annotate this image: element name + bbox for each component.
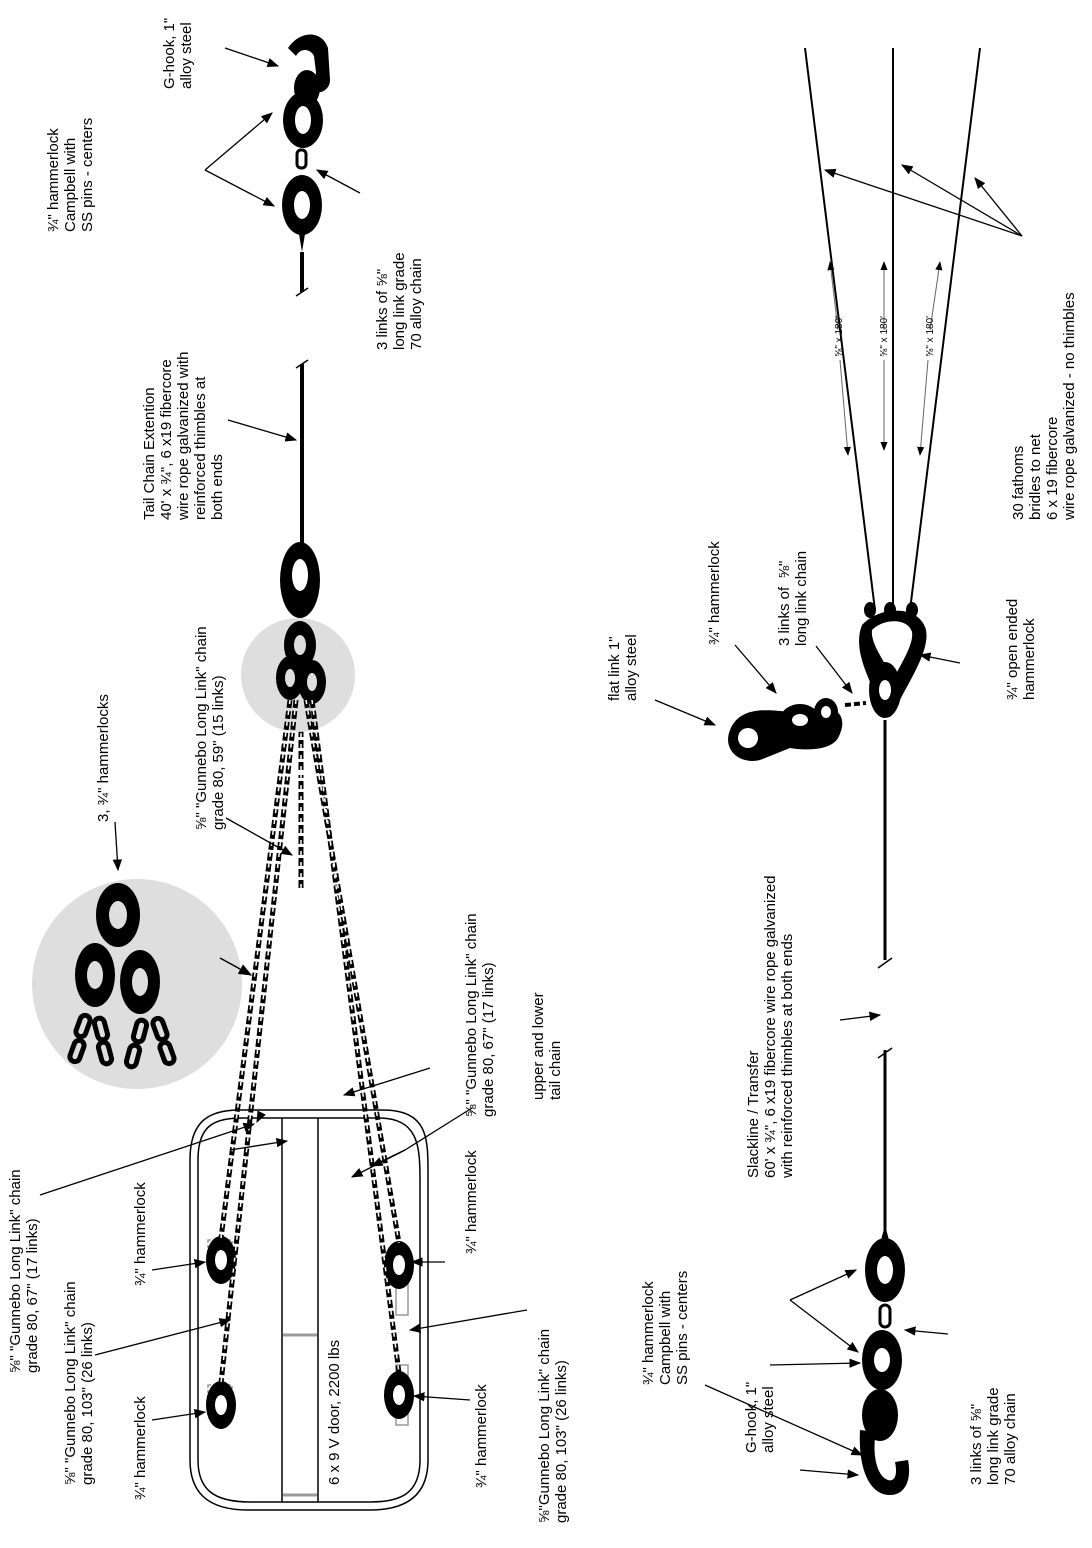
label-open-ended: ¾" open ended hammerlock <box>1004 598 1038 700</box>
label-hammerlock-left-bottom: ¾" hammerlock <box>132 1396 149 1500</box>
bridle-wires <box>804 47 981 611</box>
label-3links-top: 3 links of ⅝" long link grade 70 alloy c… <box>374 252 425 350</box>
label-gunnebo-26-left: ⅝" "Gunnebo Long Link" chain grade 80, 1… <box>62 1281 96 1485</box>
label-ghook-bottom: G-hook, 1" alloy steel <box>743 1381 777 1453</box>
bridle-chains <box>218 699 402 1384</box>
label-gunnebo-15: ⅝" "Gunnebo Long Link" chain grade 80, 5… <box>193 626 227 830</box>
label-upper-lower: upper and lower tail chain <box>530 992 564 1100</box>
label-rope-a: ⅝" x 180' <box>834 315 845 357</box>
label-rope-c: ⅝" x 180' <box>925 315 936 357</box>
label-three-hammerlocks: 3, ¾" hammerlocks <box>95 694 112 822</box>
label-hammerlock-left-top: ¾" hammerlock <box>132 1182 149 1286</box>
label-bridles: 30 fathoms bridles to net 6 x 19 fiberco… <box>1010 292 1078 520</box>
label-hammerlock-campbell-top: ¾" hammerlock Campbell with SS pins - ce… <box>45 117 96 232</box>
label-hammerlock-flat: ¾" hammerlock <box>706 541 723 645</box>
door-hammerlocks <box>206 1236 414 1429</box>
label-3links-long: 3 links of ⅝" long link chain <box>776 550 810 646</box>
label-3links-bottom: 3 links of ⅝" long link grade 70 alloy c… <box>968 1387 1019 1485</box>
hammerlock-top-2 <box>282 175 322 252</box>
label-hammerlock-campbell-bottom: ¾" hammerlock Campbell with SS pins - ce… <box>640 1270 691 1385</box>
hammerlock-cluster <box>276 621 326 704</box>
label-door: 6 x 9 V door, 2200 lbs <box>326 1339 343 1485</box>
door <box>189 1109 429 1511</box>
label-hammerlock-right-bottom: ¾" hammerlock <box>473 1384 490 1488</box>
open-ended-hammerlock <box>859 602 927 718</box>
label-rope-b: ⅝" x 180' <box>879 315 890 357</box>
flat-link <box>728 698 843 761</box>
bottom-hammerlocks <box>862 1225 905 1390</box>
label-gunnebo-17-right: ⅝" "Gunnebo Long Link" chain grade 80, 6… <box>463 913 497 1117</box>
g-hook-bottom <box>859 1389 910 1495</box>
label-slackline: Slackline / Transfer 60' x ¾", 6 x19 fib… <box>745 875 796 1178</box>
label-ghook-top: G-hook, 1" alloy steel <box>161 17 195 89</box>
hammerlock-top-1 <box>283 92 323 148</box>
label-tail-extension: Tail Chain Extention 40' x ¾", 6 x19 fib… <box>141 351 226 520</box>
hammerlock-mid <box>280 542 320 618</box>
magnified-hammerlocks <box>67 883 177 1070</box>
label-gunnebo-26-right: ⅝"Gunnebo Long Link" chain grade 80, 103… <box>536 1328 570 1523</box>
label-flat-link: flat link 1" alloy steel <box>606 634 640 701</box>
label-hammerlock-right-top: ¾" hammerlock <box>463 1150 480 1254</box>
label-gunnebo-17-left: ⅝" "Gunnebo Long Link" chain grade 80, 6… <box>7 1169 41 1373</box>
